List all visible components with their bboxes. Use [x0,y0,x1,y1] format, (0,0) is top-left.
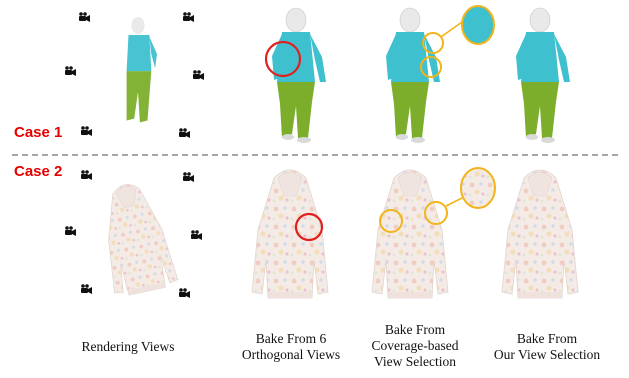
camera-icon [193,70,204,80]
camera-icon [65,226,76,236]
case2-partial-mesh [93,178,179,298]
case2-bake-6-orthogonal [252,170,328,298]
caption-bake-coverage: Bake From Coverage-based View Selection [355,322,475,370]
caption-line: Coverage-based [355,338,475,354]
camera-icon [81,284,92,294]
camera-icon [179,288,190,298]
caption-line: Bake From [477,331,617,347]
caption-line: Orthogonal Views [226,347,356,363]
case1-bake-coverage [386,6,494,143]
camera-icon [183,12,194,22]
case1-bake-6-orthogonal [266,8,326,143]
case-divider [12,154,618,156]
caption-rendering-views: Rendering Views [58,339,198,355]
case-label: Case 1 [14,125,62,140]
zoom-inset [461,168,495,208]
case1-bake-ours [516,8,570,143]
camera-icon [183,172,194,182]
camera-icon [79,12,90,22]
caption-bake-ours: Bake From Our View Selection [477,331,617,363]
case2-bake-ours [502,170,578,298]
caption-line: Bake From 6 [226,331,356,347]
case2-rendering-views [65,170,202,298]
zoom-inset [462,6,494,44]
camera-icon [179,128,190,138]
case1-rendering-views [65,12,204,138]
camera-icon [191,230,202,240]
case2-bake-coverage [372,168,495,298]
case1-partial-mesh [127,17,157,122]
camera-icon [65,66,76,76]
caption-line: Our View Selection [477,347,617,363]
caption-bake-6-orthogonal: Bake From 6 Orthogonal Views [226,331,356,363]
caption-line: Rendering Views [58,339,198,355]
camera-icon [81,126,92,136]
caption-line: View Selection [355,354,475,370]
caption-line: Bake From [355,322,475,338]
case-label: Case 2 [14,164,62,179]
camera-icon [81,170,92,180]
